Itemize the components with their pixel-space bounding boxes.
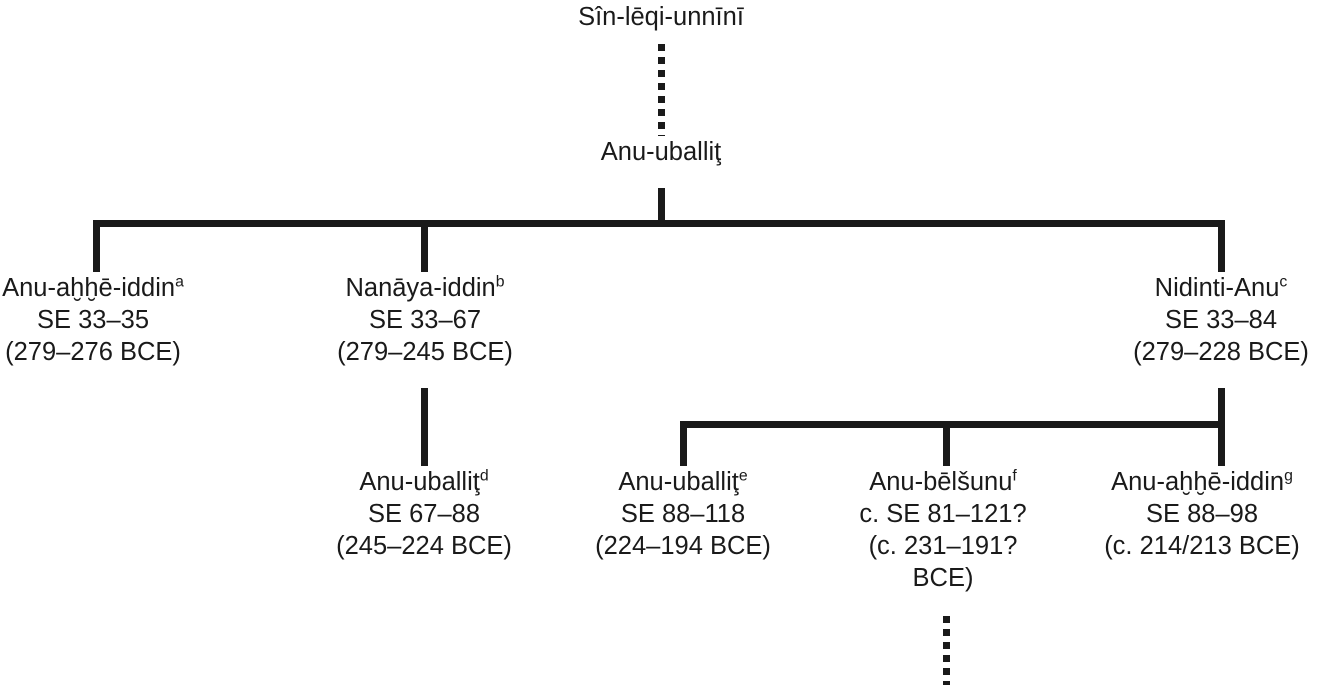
node-reign-se: SE 88–98 <box>1145 500 1258 528</box>
node-name: Anu-aḫḫē-iddin <box>2 274 176 302</box>
footnote-marker: c <box>1279 273 1288 291</box>
footnote-marker: a <box>175 273 184 291</box>
node-nidinti-anu-c: Nidinti-Anuc SE 33–84 (279–228 BCE) <box>1092 272 1321 368</box>
node-name-row: Anu-aḫḫē-idding <box>1073 466 1321 498</box>
node-name-row: Anu-uballiţd <box>295 466 553 498</box>
connector-drop-anu-ahhe-iddin-a <box>93 220 100 272</box>
node-reign-bce: (279–228 BCE) <box>1133 338 1309 366</box>
footnote-marker: b <box>495 273 505 291</box>
node-reign-se: SE 88–118 <box>620 500 746 528</box>
connector-stem-nanaya-iddin-to-anu-uballit-d <box>421 388 428 466</box>
node-sin-leqi-unnini: Sîn-lēqi-unnīnī <box>461 1 861 33</box>
node-anu-uballit-d: Anu-uballiţd SE 67–88 (245–224 BCE) <box>295 466 553 562</box>
node-reign-se: SE 33–84 <box>1164 306 1277 334</box>
node-anu-ahhe-iddin-g: Anu-aḫḫē-idding SE 88–98 (c. 214/213 BCE… <box>1073 466 1321 562</box>
node-reign-se: c. SE 81–121? <box>859 500 1027 528</box>
node-anu-uballit-e: Anu-uballiţe SE 88–118 (224–194 BCE) <box>554 466 812 562</box>
node-name: Anu-aḫḫē-iddin <box>1111 468 1285 496</box>
node-reign-bce: (279–276 BCE) <box>5 338 181 366</box>
connector-drop-anu-uballit-e <box>680 421 687 466</box>
footnote-marker: f <box>1012 467 1017 485</box>
footnote-marker: e <box>738 467 748 485</box>
node-reign-bce: (c. 214/213 BCE) <box>1104 532 1300 560</box>
node-name: Anu-uballiţ <box>359 468 480 496</box>
node-reign-se: SE 67–88 <box>367 500 480 528</box>
node-anu-belsunu-f: Anu-bēlšunuf c. SE 81–121? (c. 231–191? … <box>822 466 1064 594</box>
node-anu-uballit-1: Anu-uballiţ <box>461 136 861 168</box>
connector-drop-nanaya-iddin-b <box>421 220 428 272</box>
node-anu-ahhe-iddin-a: Anu-aḫḫē-iddina SE 33–35 (279–276 BCE) <box>0 272 222 368</box>
node-reign-bce: (c. 231–191? <box>868 532 1018 560</box>
node-nanaya-iddin-b: Nanāya-iddinb SE 33–67 (279–245 BCE) <box>296 272 554 368</box>
connector-drop-anu-ahhe-iddin-g <box>1218 421 1225 466</box>
node-name-row: Anu-aḫḫē-iddina <box>0 272 222 304</box>
node-name: Anu-uballiţ <box>618 468 739 496</box>
node-name: Nidinti-Anu <box>1154 274 1280 302</box>
connector-sibling-bar-generation-2 <box>93 220 1225 227</box>
node-name-row: Anu-bēlšunuf <box>822 466 1064 498</box>
node-reign-bce: (279–245 BCE) <box>337 338 513 366</box>
node-name-row: Anu-uballiţe <box>554 466 812 498</box>
connector-sibling-bar-generation-3 <box>680 421 1225 428</box>
node-name-row: Nanāya-iddinb <box>296 272 554 304</box>
node-reign-bce-continued: BCE) <box>912 564 974 592</box>
dotted-connector-root-to-anu-uballit <box>658 44 665 136</box>
node-reign-bce: (224–194 BCE) <box>595 532 771 560</box>
node-name: Sîn-lēqi-unnīnī <box>578 3 744 31</box>
node-name: Anu-bēlšunu <box>869 468 1013 496</box>
footnote-marker: g <box>1284 467 1293 485</box>
connector-drop-anu-belsunu-f <box>943 421 950 466</box>
connector-drop-nidinti-anu-c <box>1218 220 1225 272</box>
connector-stem-nidinti-anu <box>1218 388 1225 428</box>
footnote-marker: d <box>479 467 489 485</box>
node-name: Anu-uballiţ <box>600 138 722 166</box>
dotted-connector-below-anu-belsunu <box>943 616 950 685</box>
node-name-row: Nidinti-Anuc <box>1092 272 1321 304</box>
node-reign-se: SE 33–67 <box>368 306 481 334</box>
node-reign-se: SE 33–35 <box>36 306 149 334</box>
connector-stem-anu-uballit <box>658 188 665 227</box>
node-name: Nanāya-iddin <box>345 274 496 302</box>
node-reign-bce: (245–224 BCE) <box>336 532 512 560</box>
